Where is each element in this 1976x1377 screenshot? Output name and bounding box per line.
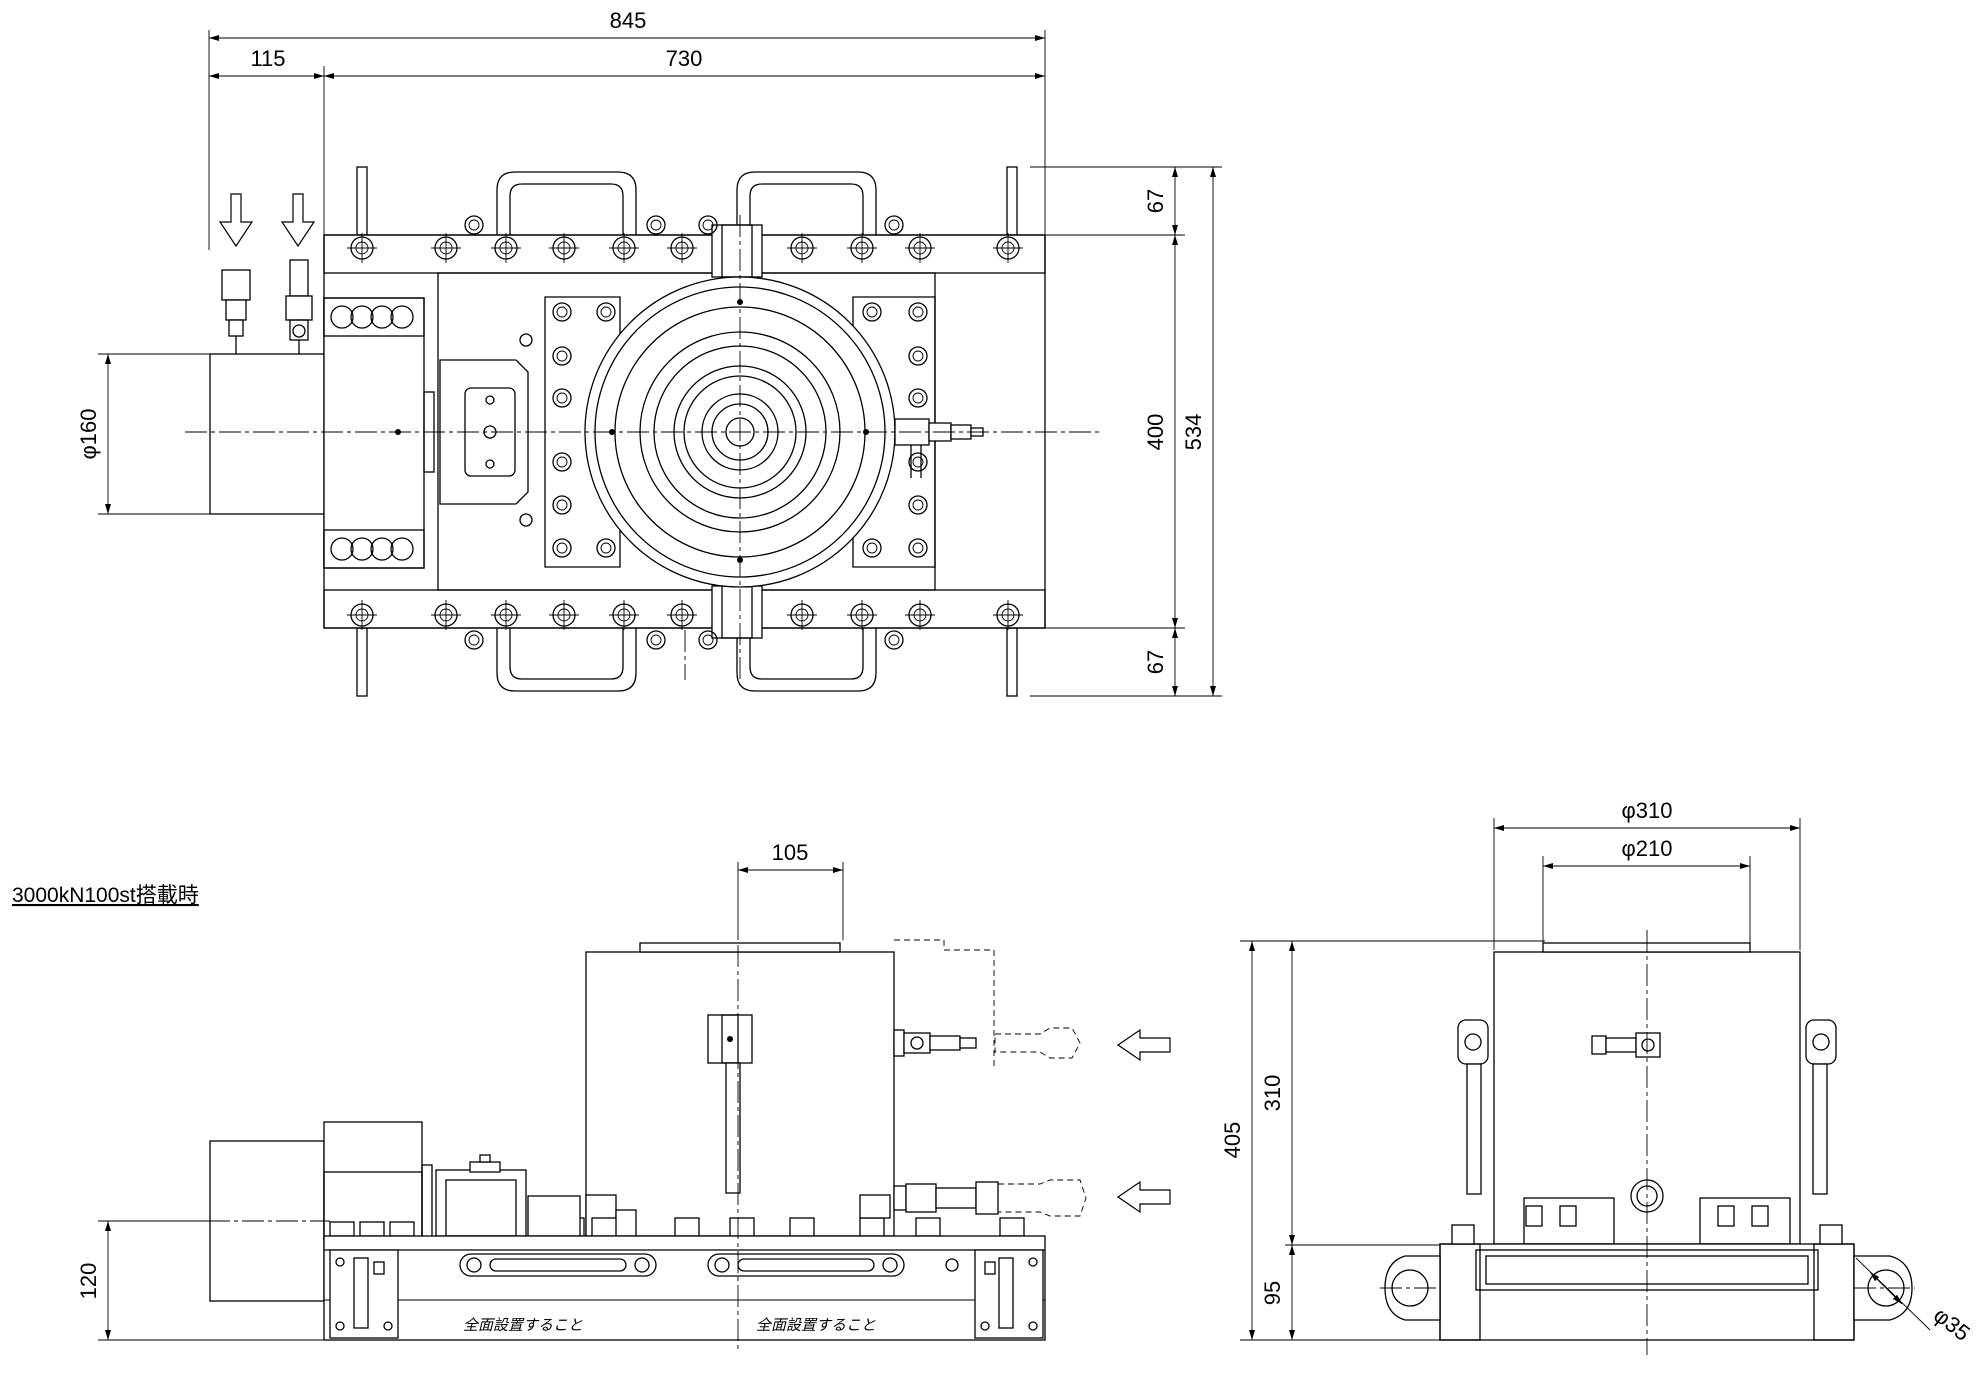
dim-cylinder-offset: 115 730 bbox=[209, 46, 1045, 290]
top-view-pump bbox=[209, 259, 529, 569]
dim-label-115: 115 bbox=[250, 46, 285, 71]
dim-label-105: 105 bbox=[772, 840, 809, 865]
dim-overall-width: 845 bbox=[208, 8, 1046, 250]
left-arrow-icon bbox=[1116, 1180, 1171, 1214]
dim-side-diameters: φ310 φ210 bbox=[1493, 798, 1801, 950]
down-arrow-icon bbox=[218, 193, 254, 248]
down-arrow-icon bbox=[280, 193, 316, 248]
dim-label-730: 730 bbox=[666, 46, 703, 71]
dim-right-vertical: 67 400 534 67 bbox=[1030, 166, 1222, 697]
dim-label-phi35: φ35 bbox=[1929, 1302, 1975, 1346]
left-arrow-icon bbox=[1116, 1028, 1171, 1062]
top-view-centerlines bbox=[185, 215, 1100, 680]
dim-label-405: 405 bbox=[1220, 1122, 1245, 1159]
dim-ram-offset: 105 bbox=[737, 840, 844, 940]
dim-label-67-top: 67 bbox=[1143, 189, 1168, 213]
top-view-flow-arrows bbox=[218, 193, 316, 248]
dim-cylinder-diameter: φ160 bbox=[76, 353, 210, 515]
top-view: 845 115 730 67 400 534 67 bbox=[76, 8, 1222, 697]
dim-label-534: 534 bbox=[1181, 414, 1206, 451]
top-view-handles bbox=[496, 171, 877, 692]
dim-side-heights: 405 310 95 bbox=[1220, 940, 1545, 1341]
front-view: 105 bbox=[76, 840, 1171, 1350]
side-view: φ310 φ210 405 310 95 bbox=[1220, 798, 1975, 1355]
dim-label-phi310: φ310 bbox=[1622, 798, 1673, 823]
dim-label-95: 95 bbox=[1260, 1281, 1285, 1305]
dim-label-310: 310 bbox=[1260, 1075, 1285, 1112]
dim-label-phi210: φ210 bbox=[1622, 836, 1673, 861]
install-note-left: 全面設置すること bbox=[463, 1316, 583, 1334]
caption: 3000kN100st搭載時 bbox=[12, 884, 199, 907]
dim-label-845: 845 bbox=[610, 8, 647, 33]
dim-label-120: 120 bbox=[76, 1263, 101, 1300]
dim-label-400: 400 bbox=[1143, 414, 1168, 451]
install-note-right: 全面設置すること bbox=[756, 1316, 876, 1334]
dim-label-phi160: φ160 bbox=[76, 409, 101, 460]
dim-label-67-bottom: 67 bbox=[1143, 650, 1168, 674]
